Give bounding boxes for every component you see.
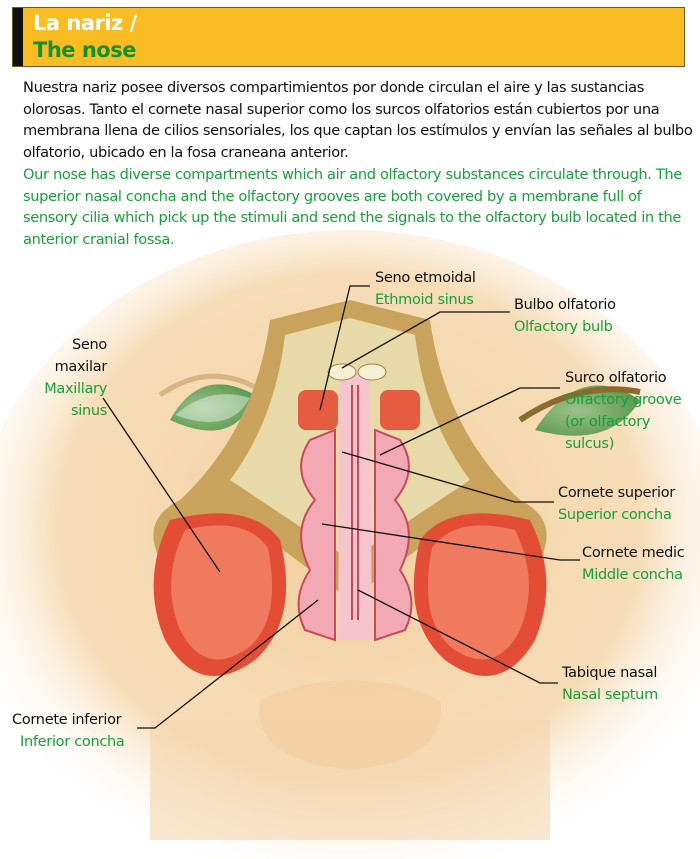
label-en: Superior concha <box>558 507 672 523</box>
label-superior-concha: Cornete superior Superior concha <box>558 482 675 526</box>
title-banner: La nariz / The nose <box>12 7 685 67</box>
label-en: Inferior concha <box>20 734 125 750</box>
title-spanish: La nariz / <box>33 11 137 35</box>
label-es: Tabique nasal <box>562 665 658 681</box>
label-ethmoid-sinus: Seno etmoidal Ethmoid sinus <box>375 267 476 311</box>
label-en: sulcus) <box>565 436 615 452</box>
label-es: Surco olfatorio <box>565 370 667 386</box>
label-en: sinus <box>70 403 107 419</box>
label-en: Olfactory groove <box>565 392 682 408</box>
label-en: Maxillary <box>44 381 107 397</box>
label-en: (or olfactory <box>565 414 651 430</box>
label-inferior-concha: Cornete inferior Inferior concha <box>12 709 125 753</box>
label-en: Ethmoid sinus <box>375 292 474 308</box>
label-middle-concha: Cornete medic Middle concha <box>582 542 685 586</box>
nose-tip <box>259 680 441 770</box>
label-es: Seno <box>72 337 107 353</box>
label-es: Cornete medic <box>582 545 685 561</box>
title-english: The nose <box>33 38 136 62</box>
label-es: Seno etmoidal <box>375 270 476 286</box>
label-olfactory-groove: Surco olfatorio Olfactory groove (or olf… <box>565 367 682 455</box>
eyes <box>158 373 641 436</box>
label-es: Cornete superior <box>558 485 675 501</box>
label-es: Bulbo olfatorio <box>514 297 616 313</box>
label-en: Middle concha <box>582 567 683 583</box>
label-nasal-septum: Tabique nasal Nasal septum <box>562 662 658 706</box>
label-es: Cornete inferior <box>12 712 122 728</box>
leader-lines <box>102 285 580 729</box>
ethmoid-sinuses <box>298 390 420 430</box>
label-maxillary-sinus: Seno maxilar Maxillary sinus <box>44 334 107 422</box>
label-en: Nasal septum <box>562 687 658 703</box>
label-en: Olfactory bulb <box>514 319 613 335</box>
label-olfactory-bulb: Bulbo olfatorio Olfactory bulb <box>514 294 616 338</box>
intro-spanish: Nuestra nariz posee diversos compartimie… <box>23 79 693 162</box>
intro-english: Our nose has diverse compartments which … <box>23 166 682 249</box>
label-es: maxilar <box>54 359 108 375</box>
banner-accent-bar <box>13 8 23 66</box>
